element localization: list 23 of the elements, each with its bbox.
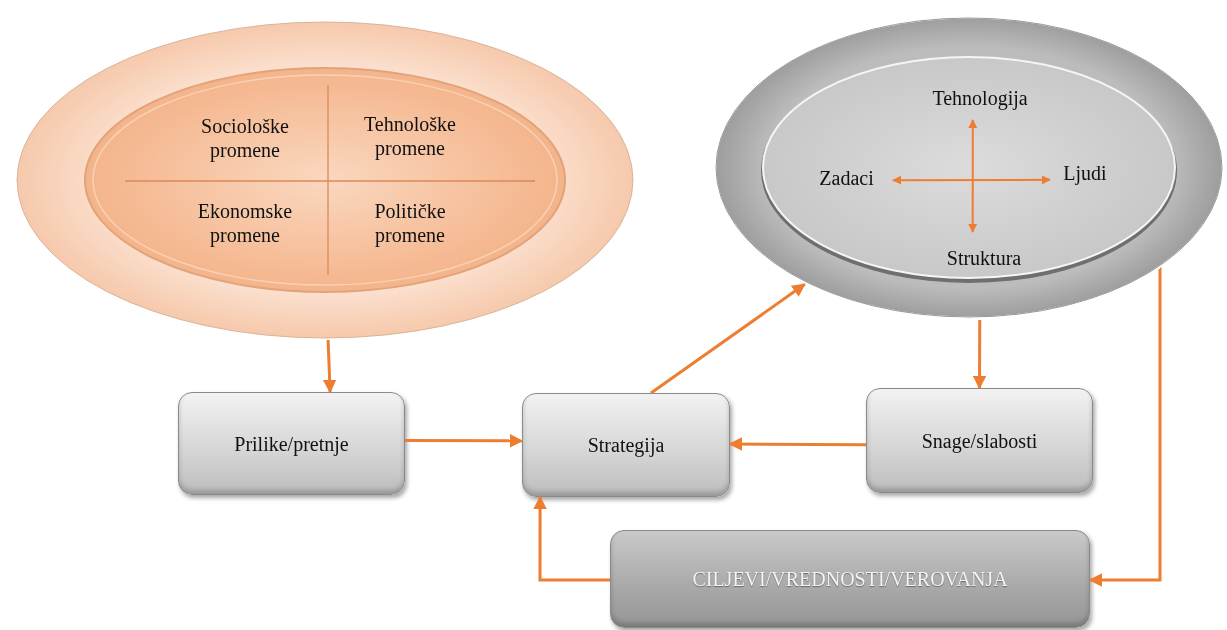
process-box: Prilike/pretnje — [178, 392, 405, 495]
quadrant-label: Sociološke promene — [185, 108, 305, 168]
arrow — [728, 437, 866, 451]
outer-ellipse — [15, 20, 635, 340]
quadrant-label: Tehnološke promene — [350, 106, 470, 166]
quadrant-label: Političke promene — [350, 193, 470, 253]
arrow — [892, 175, 1051, 185]
quadrant-label: Ekonomske promene — [185, 193, 305, 253]
arrow — [650, 283, 806, 395]
arrow — [533, 495, 610, 582]
node-label: Zadaci — [800, 160, 893, 196]
arrow — [1088, 267, 1162, 587]
node-label: Tehnologija — [920, 86, 1040, 120]
arrow — [405, 434, 524, 448]
process-box: Snage/slabosti — [866, 388, 1093, 493]
process-box: Strategija — [522, 393, 730, 497]
process-box: CILJEVI/VREDNOSTI/VEROVANJA — [610, 530, 1090, 628]
arrow — [972, 320, 987, 390]
arrow — [968, 119, 978, 233]
arrow — [322, 339, 337, 394]
node-label: Ljudi — [1050, 155, 1120, 191]
node-label: Struktura — [925, 232, 1043, 270]
outer-ellipse — [713, 15, 1225, 320]
